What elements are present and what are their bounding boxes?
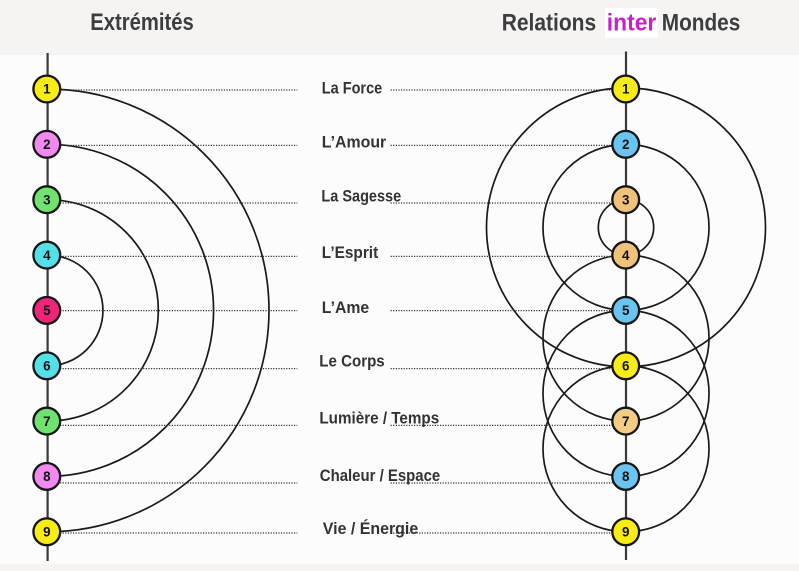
- svg-text:Chaleur / Espace: Chaleur / Espace: [320, 467, 440, 485]
- svg-text:4: 4: [43, 248, 51, 263]
- svg-text:3: 3: [43, 192, 50, 207]
- svg-text:1: 1: [43, 82, 51, 97]
- svg-text:8: 8: [622, 469, 630, 484]
- svg-text:3: 3: [622, 192, 629, 207]
- svg-text:9: 9: [43, 525, 50, 540]
- svg-text:9: 9: [622, 525, 629, 540]
- svg-text:Extrémités: Extrémités: [90, 9, 194, 36]
- svg-text:La Force: La Force: [322, 79, 382, 97]
- svg-text:6: 6: [622, 358, 629, 373]
- svg-text:L’Esprit: L’Esprit: [322, 244, 379, 262]
- svg-text:Lumière / Temps: Lumière / Temps: [319, 410, 439, 428]
- svg-text:La Sagesse: La Sagesse: [321, 187, 401, 205]
- svg-text:7: 7: [43, 414, 50, 429]
- svg-text:L’Ame: L’Ame: [322, 299, 369, 317]
- svg-text:2: 2: [622, 137, 629, 152]
- svg-text:2: 2: [43, 137, 50, 152]
- svg-text:1: 1: [622, 82, 630, 97]
- svg-text:Le Corps: Le Corps: [319, 352, 384, 370]
- svg-text:L’Amour: L’Amour: [322, 134, 387, 152]
- svg-text:5: 5: [622, 303, 630, 318]
- svg-text:4: 4: [622, 248, 630, 263]
- svg-text:6: 6: [43, 358, 50, 373]
- svg-text:5: 5: [43, 303, 51, 318]
- svg-text:Relations: Relations: [502, 10, 597, 37]
- svg-text:inter: inter: [607, 10, 657, 37]
- svg-text:8: 8: [43, 469, 51, 484]
- svg-text:Mondes: Mondes: [662, 10, 741, 37]
- svg-text:7: 7: [622, 414, 629, 429]
- svg-text:Vie / Énergie: Vie / Énergie: [323, 519, 418, 538]
